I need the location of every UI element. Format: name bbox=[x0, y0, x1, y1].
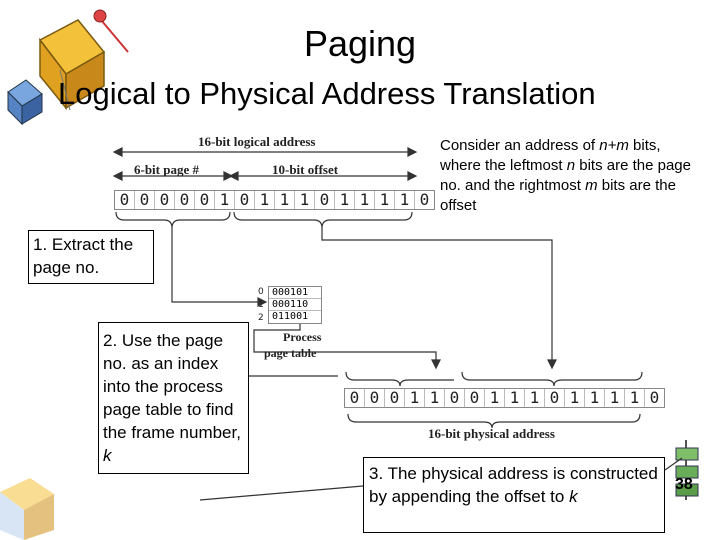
page-subtitle: Logical to Physical Address Translation bbox=[58, 76, 596, 111]
address-bit: 1 bbox=[395, 191, 415, 209]
page-table-index: 1 bbox=[258, 300, 264, 310]
address-bit: 1 bbox=[605, 389, 625, 407]
address-bit: 0 bbox=[365, 389, 385, 407]
consider-text: Consider an address of n+m bits, where t… bbox=[440, 136, 700, 216]
cube-small-icon bbox=[7, 69, 71, 126]
address-bit: 0 bbox=[175, 191, 195, 209]
page-table-index: 2 bbox=[258, 313, 264, 323]
address-bit: 0 bbox=[115, 191, 135, 209]
consider-part: bits, where the leftmost bbox=[440, 137, 661, 174]
address-bit: 1 bbox=[405, 389, 425, 407]
page-table-label: Process bbox=[283, 330, 322, 344]
physical-address-label: 16-bit physical address bbox=[428, 426, 555, 441]
address-bit: 0 bbox=[649, 388, 660, 407]
address-bit: 1 bbox=[585, 389, 605, 407]
address-bit: 1 bbox=[505, 389, 525, 407]
step-1-callout: 1. Extract the page no. bbox=[28, 230, 154, 284]
pushpin-icon bbox=[0, 478, 54, 540]
logical-address-label: 16-bit logical address bbox=[198, 134, 316, 149]
process-page-table: 000101 000110 011001 bbox=[268, 286, 322, 324]
page-title: Paging bbox=[303, 23, 417, 64]
address-bit: 0 bbox=[419, 190, 430, 209]
address-bit: 0 bbox=[545, 389, 565, 407]
consider-var: m bbox=[585, 177, 598, 194]
address-bit: 0 bbox=[155, 191, 175, 209]
offset-label: 10-bit offset bbox=[272, 162, 339, 177]
address-bit: 1 bbox=[275, 191, 295, 209]
address-bit: 1 bbox=[425, 389, 445, 407]
consider-part: bits are the offset bbox=[440, 177, 676, 214]
address-bit: 1 bbox=[375, 191, 395, 209]
step-2-text: 2. Use the page no. as an index into the… bbox=[103, 331, 241, 442]
page-table-index: 0 bbox=[258, 287, 264, 297]
page-table-row: 000101 bbox=[269, 287, 321, 299]
step-2-var: k bbox=[103, 446, 112, 465]
page-number-label: 6-bit page # bbox=[134, 162, 199, 177]
consider-var: n bbox=[566, 157, 576, 174]
address-bit: 0 bbox=[195, 191, 215, 209]
address-bit: 0 bbox=[235, 191, 255, 209]
gear-stack-icon bbox=[675, 440, 699, 500]
address-bit: 1 bbox=[335, 191, 355, 209]
slide-number: 38 bbox=[675, 476, 693, 493]
address-bit: 0 bbox=[345, 389, 365, 407]
step-3-callout: 3. The physical address is constructed b… bbox=[363, 457, 665, 533]
address-bit: 1 bbox=[565, 389, 585, 407]
cube-decoration-icon bbox=[38, 9, 129, 111]
address-bit: 0 bbox=[315, 191, 335, 209]
step-3-var: k bbox=[569, 487, 578, 506]
address-bit: 1 bbox=[255, 191, 275, 209]
address-bit: 1 bbox=[215, 191, 235, 209]
page-table-row: 011001 bbox=[272, 311, 309, 322]
address-bit: 0 bbox=[445, 389, 465, 407]
consider-part: bits are the page no. and the rightmost bbox=[440, 157, 691, 194]
address-bit: 1 bbox=[525, 389, 545, 407]
address-bit: 1 bbox=[295, 191, 315, 209]
address-bit: 1 bbox=[485, 389, 505, 407]
step-2-callout: 2. Use the page no. as an index into the… bbox=[98, 322, 249, 474]
address-bit: 0 bbox=[385, 389, 405, 407]
consider-part: Consider an address of bbox=[440, 137, 600, 154]
address-bit: 0 bbox=[465, 389, 485, 407]
address-bit: 0 bbox=[135, 191, 155, 209]
address-bit: 1 bbox=[355, 191, 375, 209]
consider-var: n+m bbox=[599, 137, 629, 154]
page-table-label: page table bbox=[264, 346, 317, 360]
step-3-text: 3. The physical address is constructed b… bbox=[369, 464, 658, 506]
page-table-row: 000110 bbox=[269, 299, 321, 311]
address-bit: 1 bbox=[625, 389, 645, 407]
